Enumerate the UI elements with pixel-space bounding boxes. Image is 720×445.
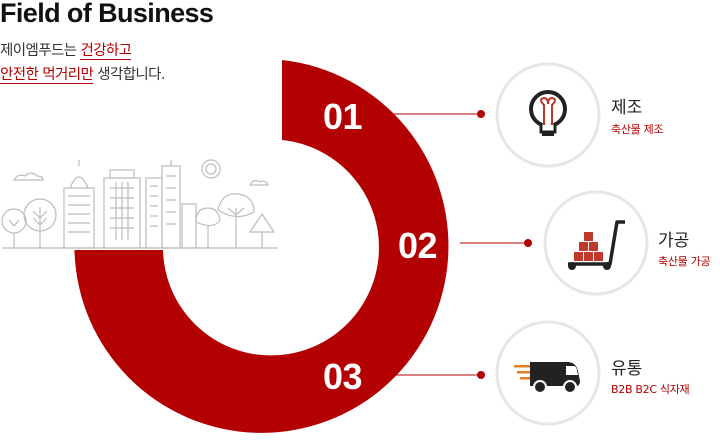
section-number-2: 02 <box>398 225 438 266</box>
hand-truck-icon <box>568 220 625 270</box>
connector-2 <box>460 239 532 247</box>
description-highlight-2: 안전한 먹거리만 <box>0 67 94 84</box>
section-title-3: 유통 <box>611 359 643 379</box>
description-highlight-1: 건강하고 <box>80 43 132 60</box>
description: 제이엠푸드는 건강하고 안전한 먹거리만 생각합니다. <box>0 39 166 87</box>
section-subtitle-1: 축산물 제조 <box>611 123 664 136</box>
section-number-1: 01 <box>323 96 363 137</box>
description-line1-prefix: 제이엠푸드는 <box>0 43 81 59</box>
page-title: Field of Business <box>0 0 214 28</box>
delivery-truck-icon <box>514 362 580 394</box>
icon-circle-1 <box>495 62 601 168</box>
section-title-2: 가공 <box>658 231 690 251</box>
section-title-1: 제조 <box>611 98 643 118</box>
section-subtitle-3: B2B B2C 식자재 <box>611 383 690 396</box>
city-illustration-icon <box>1 159 278 249</box>
lightbulb-icon <box>529 90 567 136</box>
description-line-1: 제이엠푸드는 건강하고 <box>0 39 165 63</box>
connector-1 <box>372 110 485 118</box>
section-number-3: 03 <box>323 356 363 397</box>
description-line-2: 안전한 먹거리만 생각합니다. <box>0 63 166 87</box>
connector-3 <box>372 371 485 379</box>
red-ring <box>74 60 449 433</box>
section-subtitle-2: 축산물 가공 <box>658 255 711 268</box>
description-line2-suffix: 생각합니다. <box>93 67 165 83</box>
